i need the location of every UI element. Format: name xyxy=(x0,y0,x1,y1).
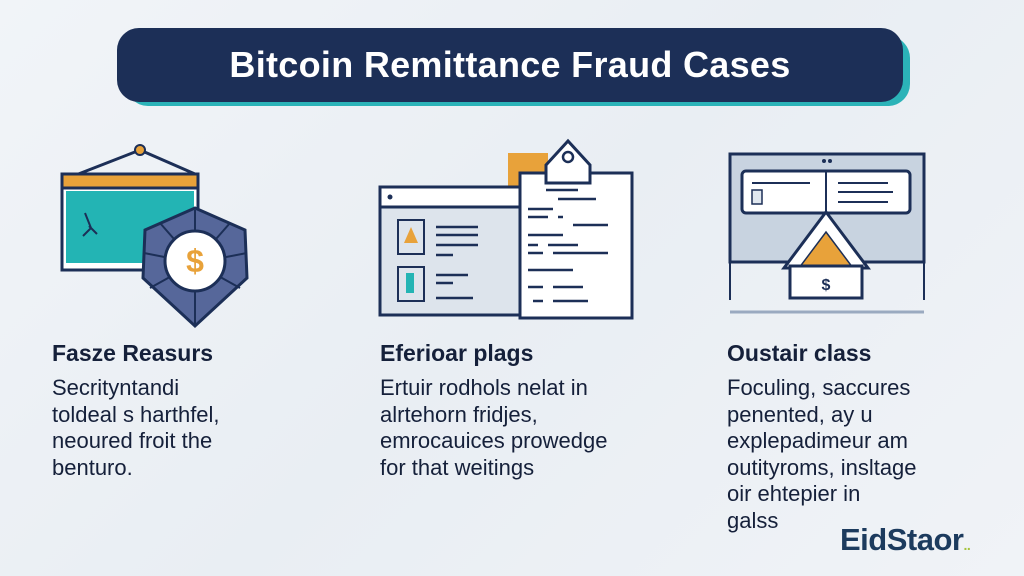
title-banner: Bitcoin Remittance Fraud Cases xyxy=(117,28,903,102)
browser-warning-icon: $ xyxy=(728,152,926,314)
shield-dollar-icon: $ xyxy=(60,144,249,329)
brand-logo: EidStaor.. xyxy=(840,522,971,558)
column-body: Secrityntandi toldeal s harthfel, neoure… xyxy=(52,375,220,480)
page-title: Bitcoin Remittance Fraud Cases xyxy=(229,44,791,85)
logo-text: EidStaor xyxy=(840,522,964,557)
column-body: Ertuir rodhols nelat in alrtehorn fridje… xyxy=(380,375,608,480)
column-heading: Eferioar plags xyxy=(380,340,534,366)
column-heading: Oustair class xyxy=(727,340,872,366)
column-3: Oustair class Foculing, saccures penente… xyxy=(727,340,1024,534)
column-body: Foculing, saccures penented, ay u explep… xyxy=(727,375,917,533)
documents-clipboard-icon xyxy=(378,138,634,320)
logo-dots: .. xyxy=(963,537,971,553)
svg-text:$: $ xyxy=(186,243,204,279)
column-1: Fasze Reasurs Secrityntandi toldeal s ha… xyxy=(52,340,352,481)
column-2: Eferioar plags Ertuir rodhols nelat in a… xyxy=(380,340,680,481)
svg-text:$: $ xyxy=(822,277,831,294)
column-heading: Fasze Reasurs xyxy=(52,340,214,366)
